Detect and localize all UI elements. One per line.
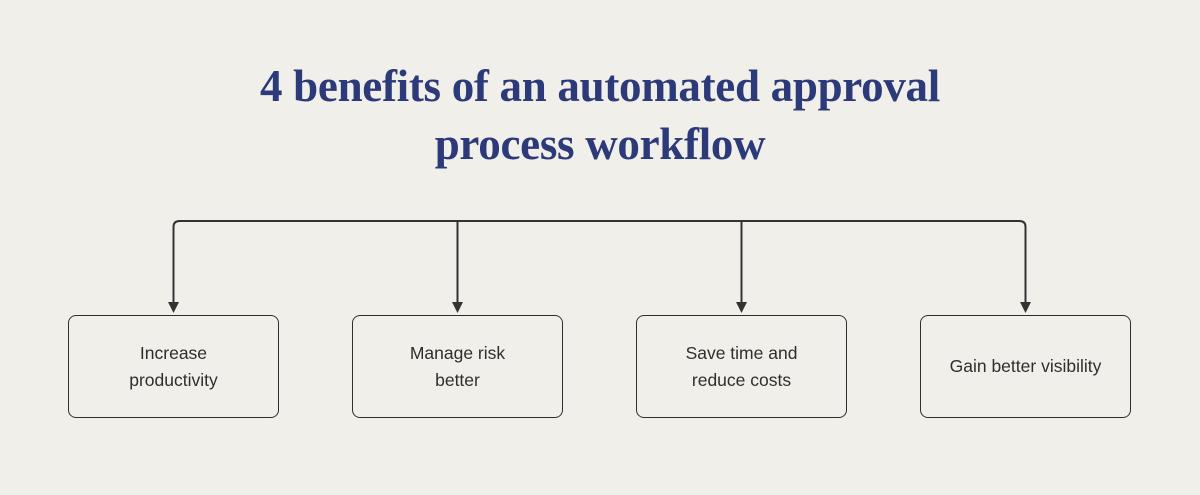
arrowhead-1 bbox=[168, 302, 179, 313]
benefit-box-save-time: Save time and reduce costs bbox=[636, 315, 847, 418]
connector-rail bbox=[172, 220, 1027, 303]
benefit-label: Increase productivity bbox=[129, 342, 218, 390]
benefit-label: Gain better visibility bbox=[949, 356, 1102, 376]
benefit-label: Save time and reduce costs bbox=[685, 342, 798, 390]
arrowhead-3 bbox=[736, 302, 747, 313]
benefit-box-gain-visibility: Gain better visibility bbox=[920, 315, 1131, 418]
benefit-label: Manage risk better bbox=[409, 342, 506, 390]
page-title: 4 benefits of an automated approval proc… bbox=[260, 61, 940, 169]
arrowhead-2 bbox=[452, 302, 463, 313]
benefit-box-manage-risk: Manage risk better bbox=[352, 315, 563, 418]
benefit-box-increase-productivity: Increase productivity bbox=[68, 315, 279, 418]
arrowhead-4 bbox=[1020, 302, 1031, 313]
